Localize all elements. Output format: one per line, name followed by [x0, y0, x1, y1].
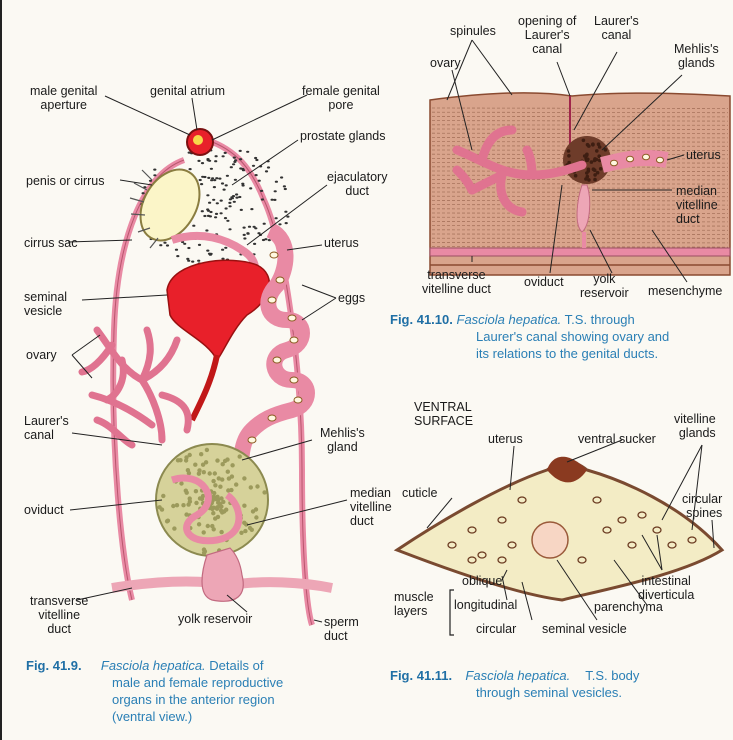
caption-fig10-line2: Laurer's canal showing ovary and	[476, 329, 669, 345]
caption-fig10-line1: T.S. through	[565, 312, 635, 327]
caption-fig10-number: Fig. 41.10.	[390, 312, 453, 327]
caption-fig9-line2: male and female reproductive	[112, 675, 283, 691]
label-transverse-vitelline-duct-10: transverse vitelline duct	[422, 268, 491, 296]
fig10-illustration	[430, 40, 730, 282]
label-circular: circular	[476, 622, 516, 636]
label-vitelline-glands: vitelline glands	[674, 412, 716, 440]
label-eggs: eggs	[338, 291, 365, 305]
caption-fig9-line1: Details of	[209, 658, 263, 673]
caption-fig9: Fig. 41.9. Fasciola hepatica. Details of	[26, 658, 376, 674]
label-opening-laurers-canal: opening of Laurer's canal	[518, 14, 576, 56]
label-yolk-reservoir-10: yolk reservoir	[580, 272, 629, 300]
label-spinules: spinules	[450, 24, 496, 38]
label-mehliss-glands: Mehlis's glands	[674, 42, 719, 70]
caption-fig9-line3: organs in the anterior region	[112, 692, 275, 708]
label-prostate-glands: prostate glands	[300, 129, 385, 143]
label-ovary-10: ovary	[430, 56, 461, 70]
caption-fig9-number: Fig. 41.9.	[26, 658, 82, 673]
label-median-vitelline-duct-10: median vitelline duct	[676, 184, 718, 226]
label-oviduct-10: oviduct	[524, 275, 564, 289]
label-median-vitelline-duct-9: median vitelline duct	[350, 486, 392, 528]
caption-fig9-line4: (ventral view.)	[112, 709, 192, 725]
label-genital-atrium: genital atrium	[150, 84, 225, 98]
label-ventral-surface: VENTRAL SURFACE	[414, 400, 473, 428]
fig9-illustration	[68, 95, 347, 625]
caption-fig11-line1: T.S. body	[585, 668, 639, 683]
label-muscle-layers: muscle layers	[394, 590, 434, 618]
yolk-reservoir	[202, 548, 243, 601]
label-intestinal-diverticula: intestinal diverticula	[638, 574, 694, 602]
caption-fig11-number: Fig. 41.11.	[390, 668, 452, 683]
label-mesenchyme: mesenchyme	[648, 284, 722, 298]
label-laurers-canal-9: Laurer's canal	[24, 414, 69, 442]
label-longitudinal: longitudinal	[454, 598, 517, 612]
label-uterus-11: uterus	[488, 432, 523, 446]
label-cuticle: cuticle	[402, 486, 437, 500]
label-uterus-9: uterus	[324, 236, 359, 250]
fig11-illustration	[397, 440, 722, 635]
seminal-vesicle-11	[532, 522, 568, 558]
label-laurers-canal-10: Laurer's canal	[594, 14, 639, 42]
ovary-branches	[82, 330, 188, 445]
caption-fig10-line3: its relations to the genital ducts.	[476, 346, 658, 362]
caption-fig11-species: Fasciola hepatica.	[465, 668, 570, 683]
label-ejaculatory-duct: ejaculatory duct	[327, 170, 387, 198]
transverse-vitelline-duct-10	[430, 248, 730, 256]
label-mehlis-gland: Mehlis's gland	[320, 426, 365, 454]
label-cirrus-sac: cirrus sac	[24, 236, 77, 250]
label-ventral-sucker: ventral sucker	[578, 432, 656, 446]
label-transverse-vitelline-duct-9: transverse vitelline duct	[30, 594, 88, 636]
label-parenchyma: parenchyma	[594, 600, 663, 614]
label-female-genital-pore: female genital pore	[302, 84, 380, 112]
caption-fig11-line2: through seminal vesicles.	[476, 685, 622, 701]
caption-fig10-species: Fasciola hepatica.	[457, 312, 562, 327]
label-seminal-vesicle-11: seminal vesicle	[542, 622, 627, 636]
caption-fig11: Fig. 41.11. Fasciola hepatica. T.S. body	[390, 668, 733, 684]
label-seminal-vesicle-9: seminal vesicle	[24, 290, 67, 318]
label-oviduct-9: oviduct	[24, 503, 64, 517]
seminal-vesicle	[167, 260, 269, 360]
label-yolk-reservoir-9: yolk reservoir	[178, 612, 252, 626]
label-penis-or-cirrus: penis or cirrus	[26, 174, 105, 188]
label-sperm-duct: sperm duct	[324, 615, 359, 643]
label-male-genital-aperture: male genital aperture	[30, 84, 97, 112]
label-oblique: oblique	[462, 574, 502, 588]
caption-fig10: Fig. 41.10. Fasciola hepatica. T.S. thro…	[390, 312, 733, 328]
label-ovary-9: ovary	[26, 348, 57, 362]
label-circular-spines: circular spines	[682, 492, 722, 520]
caption-fig9-species: Fasciola hepatica.	[101, 658, 206, 673]
label-uterus-10: uterus	[686, 148, 721, 162]
